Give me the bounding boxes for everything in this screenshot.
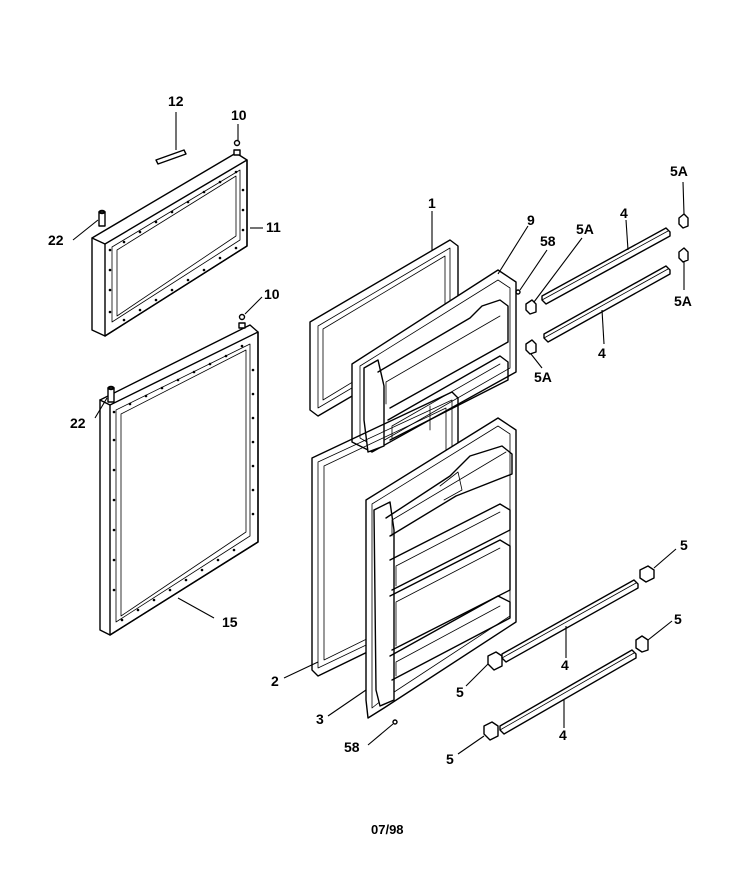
callout-11: 11 [266,219,281,235]
date-code: 07/98 [371,822,404,837]
callout-5-right-top: 5 [680,537,688,553]
part-11-screw-holes [108,170,245,322]
callout-58-bottom: 58 [344,739,360,755]
part-5-clip-upper-right [639,565,655,583]
callout-4-upper-bottom: 4 [598,345,606,361]
callout-15: 15 [222,614,238,630]
part-5-clip-mid-left [487,651,503,671]
part-15-fresh-food-door-frame [99,324,259,636]
callout-5-left-bottom: 5 [446,751,454,767]
part-5a-clip-lower-left [525,339,537,355]
callout-10-top: 10 [231,107,247,123]
part-4-shelf-bar-upper-1 [541,227,671,305]
callout-labels: 12 10 11 22 10 22 15 1 9 58 5A 4 5A 5A 4… [48,93,692,767]
part-5a-clip-upper-right [678,213,689,229]
part-58-screw-bottom [392,719,398,725]
callout-22-top: 22 [48,232,64,248]
part-22-bushing-bottom [107,385,115,403]
callout-3: 3 [316,711,324,727]
part-10-hinge-pin-top [233,139,241,156]
callout-5a-right-top: 5A [670,163,688,179]
part-5-clip-mid-right [635,635,649,653]
part-12-label-plate [155,149,187,165]
part-9-freezer-door-liner [351,269,517,453]
callout-5a-left-top: 5A [576,221,594,237]
callout-4-top: 4 [620,205,628,221]
part-10-hinge-pin-mid [238,313,246,329]
part-4-shelf-bar-lower-2 [499,649,637,735]
callout-10-mid: 10 [264,286,280,302]
callout-5-left-mid: 5 [456,684,464,700]
part-5-clip-bottom-left [483,721,499,741]
callout-5-right-mid: 5 [674,611,682,627]
callout-12: 12 [168,93,184,109]
callout-22-bottom: 22 [70,415,86,431]
callout-2: 2 [271,673,279,689]
part-5a-clip-upper-left [525,299,537,315]
part-22-bushing-top [98,209,106,227]
callout-1: 1 [428,195,436,211]
part-5a-clip-lower-right [678,247,689,263]
part-4-shelf-bar-lower-1 [501,579,639,663]
callout-4-lower-bottom: 4 [559,727,567,743]
part-58-screw-top [515,289,521,295]
callout-9: 9 [527,212,535,228]
part-3-fresh-food-door-liner [365,417,517,719]
callout-5a-right-bottom: 5A [674,293,692,309]
callout-4-lower-mid: 4 [561,657,569,673]
callout-5a-left-bottom: 5A [534,369,552,385]
part-15-screw-holes [112,344,255,622]
part-4-shelf-bar-upper-2 [543,265,671,343]
callout-58-top: 58 [540,233,556,249]
leader-lines [72,112,685,755]
part-11-freezer-door-frame [91,152,248,337]
